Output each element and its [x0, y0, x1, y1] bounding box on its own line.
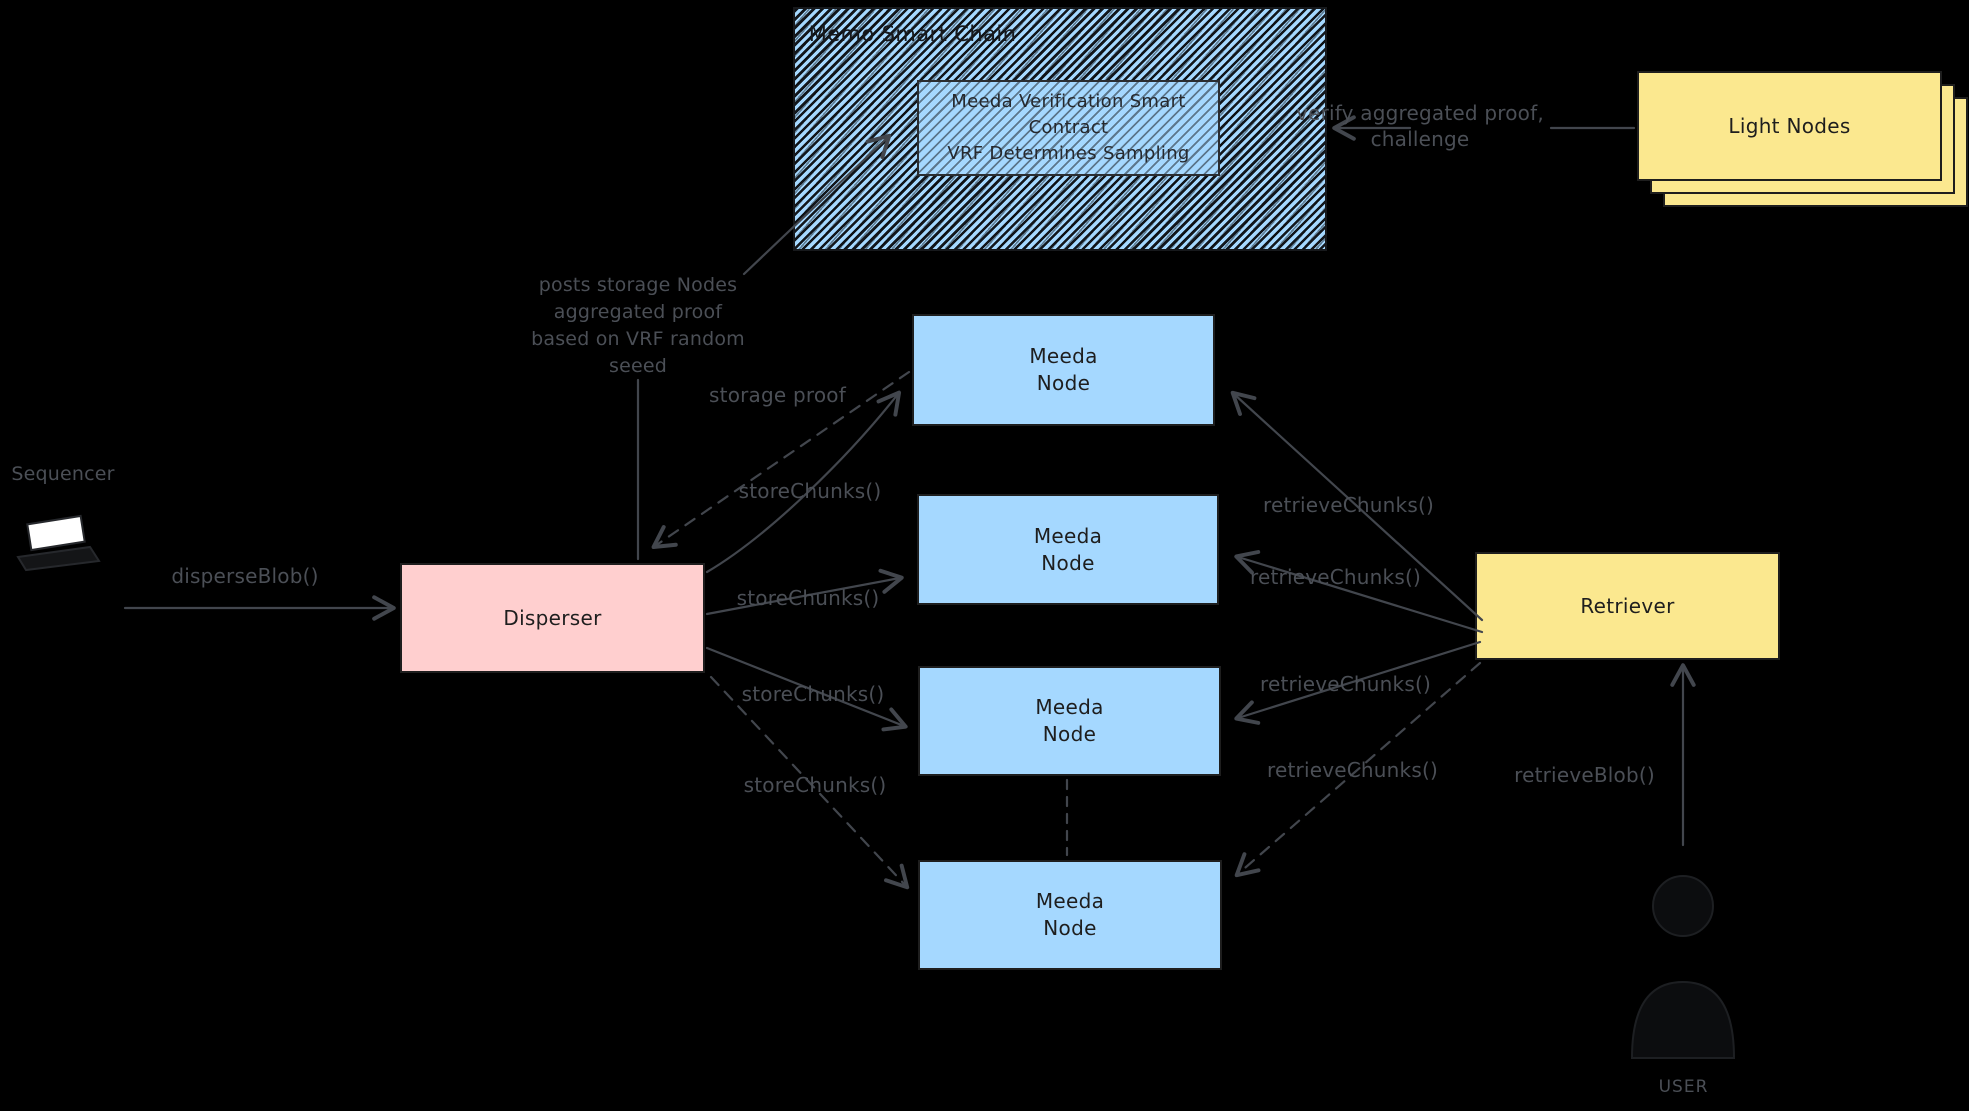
verify-line1: verify aggregated proof,: [1296, 101, 1544, 125]
storage-proof-label: storage proof: [709, 383, 846, 407]
retriever-box: Retriever: [1475, 552, 1780, 660]
disperser-label: Disperser: [503, 605, 602, 630]
meeda-node-4-line1: Meeda: [1035, 889, 1105, 913]
store-chunks-label-3: storeChunks(): [741, 682, 885, 706]
disperser-box: Disperser: [400, 563, 705, 673]
meeda-node-2-box: Meeda Node: [917, 494, 1219, 605]
store-chunks-label-4: storeChunks(): [743, 773, 887, 797]
disperse-blob-label: disperseBlob(): [171, 564, 319, 588]
meeda-node-1-line2: Node: [1036, 371, 1091, 395]
store-chunks-label-1: storeChunks(): [738, 479, 882, 503]
light-nodes-label: Light Nodes: [1728, 113, 1851, 138]
store-chunks-label-2: storeChunks(): [736, 586, 880, 610]
contract-line3: VRF Determines Sampling: [947, 143, 1190, 164]
posts-proof-line4: seeed: [608, 355, 668, 377]
light-nodes-box: Light Nodes: [1637, 71, 1942, 181]
verify-proof-label: verify aggregated proof, challenge: [1290, 100, 1550, 152]
meeda-node-1-box: Meeda Node: [912, 314, 1215, 426]
posts-proof-line3: based on VRF random: [531, 328, 745, 350]
meeda-node-3-box: Meeda Node: [918, 666, 1221, 776]
retrieve-chunks-label-2: retrieveChunks(): [1250, 565, 1421, 589]
contract-line2: Contract: [1028, 117, 1109, 138]
verification-contract-box: Meeda Verification Smart Contract VRF De…: [917, 80, 1220, 176]
sequencer-label: Sequencer: [11, 463, 115, 485]
retrieve-blob-label: retrieveBlob(): [1514, 763, 1655, 787]
retrieve-chunks-label-3: retrieveChunks(): [1260, 672, 1431, 696]
meeda-node-4-line2: Node: [1043, 916, 1097, 940]
meeda-node-3-line1: Meeda: [1035, 695, 1104, 719]
retriever-label: Retriever: [1580, 593, 1675, 618]
contract-line1: Meeda Verification Smart: [951, 91, 1186, 112]
posts-proof-label: posts storage Nodes aggregated proof bas…: [522, 272, 754, 380]
meeda-node-1-line1: Meeda: [1029, 344, 1098, 368]
meeda-node-2-line1: Meeda: [1033, 523, 1103, 548]
retrieve-chunks-label-4: retrieveChunks(): [1267, 758, 1438, 782]
memo-smart-chain-title: Memo Smart Chain: [808, 22, 1017, 46]
meeda-node-2-line2: Node: [1041, 550, 1095, 575]
retrieve-chunks-label-1: retrieveChunks(): [1263, 493, 1434, 517]
sequencer-laptop-icon: [16, 514, 101, 572]
meeda-node-4-box: Meeda Node: [918, 860, 1222, 970]
posts-proof-line1: posts storage Nodes: [538, 274, 738, 296]
verify-line2: challenge: [1370, 127, 1470, 151]
user-label: USER: [1658, 1077, 1709, 1097]
posts-proof-line2: aggregated proof: [553, 301, 723, 323]
meeda-node-3-line2: Node: [1042, 722, 1097, 746]
user-icon: [1630, 875, 1736, 1059]
